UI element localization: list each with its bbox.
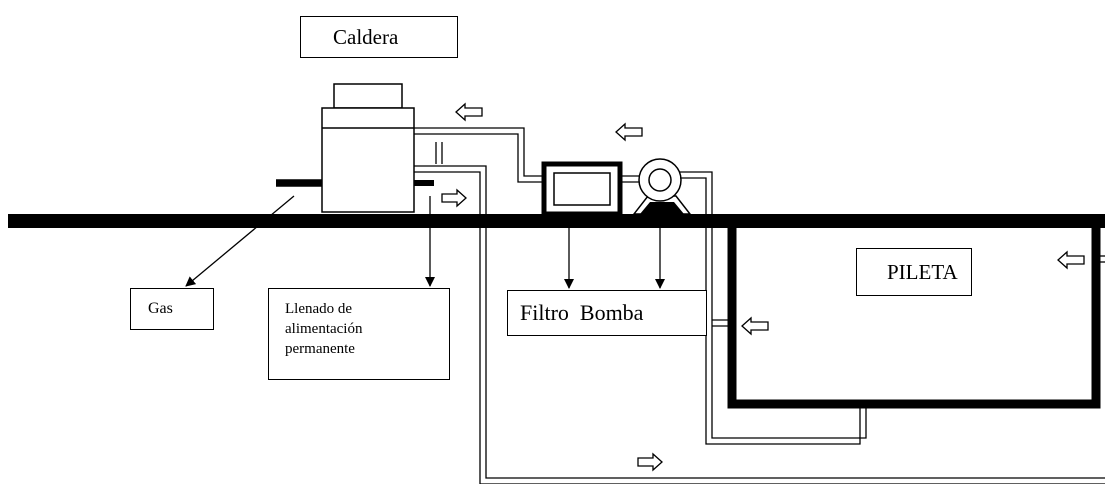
llenado-line-1: Llenado de <box>285 301 353 317</box>
pool-walls <box>727 228 1101 409</box>
gas-pipe-fill <box>276 180 322 186</box>
filtro-bomba-label: Filtro Bomba <box>507 290 707 336</box>
pileta-label: PILETA <box>856 248 972 296</box>
flow-arrow-left-icon <box>1057 250 1085 270</box>
llenado-line-3: permanente <box>285 341 355 357</box>
gas-label: Gas <box>130 288 214 330</box>
suction-pipe <box>680 171 867 445</box>
hot-water-pipe <box>414 127 544 183</box>
pump-icon <box>632 158 692 215</box>
pool-return-pipe <box>1096 255 1105 263</box>
pointer-lines <box>185 195 665 289</box>
flow-arrow-left-icon <box>615 122 643 142</box>
ground-line <box>8 214 1105 228</box>
caldera-label: Caldera <box>300 16 458 58</box>
flow-arrow-right-icon <box>637 452 663 472</box>
filter-icon <box>541 161 623 217</box>
boiler-icon <box>321 83 415 213</box>
flow-arrows <box>441 102 1085 472</box>
flow-arrow-left-icon <box>741 316 769 336</box>
llenado-line-2: alimentación <box>285 321 363 337</box>
flow-arrow-left-icon <box>455 102 483 122</box>
return-pipe <box>414 142 1105 484</box>
gas-pointer <box>185 195 295 287</box>
feed-pipe <box>414 180 434 186</box>
llenado-label: Llenado de alimentación permanente <box>268 288 450 380</box>
flow-arrow-right-icon <box>441 188 467 208</box>
filter-pump-pipe <box>620 175 640 183</box>
